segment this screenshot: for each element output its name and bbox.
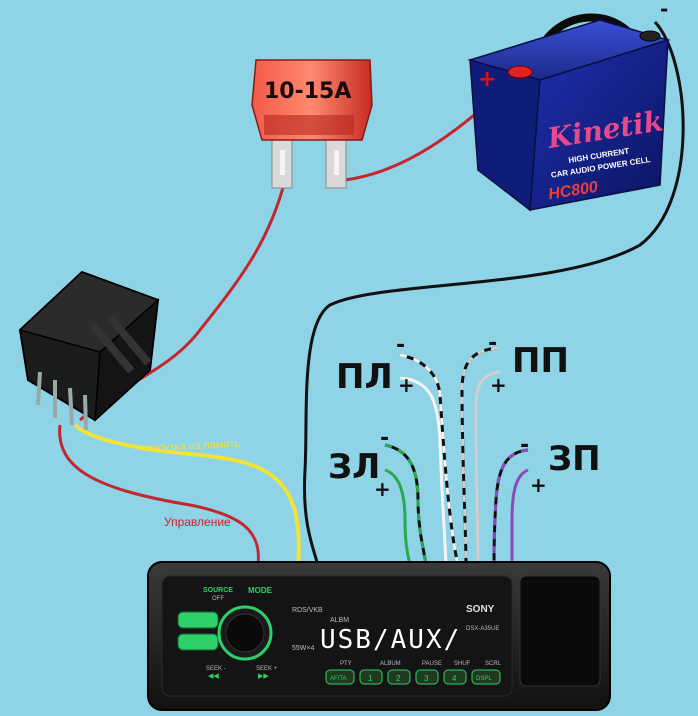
pause-label: PAUSE [422,661,442,667]
battery: + - Kinetik HIGH CURRENT CAR AUDIO POWER… [467,0,671,212]
fl-minus-wire-stripe [399,353,460,566]
fr-plus-wire [474,370,501,566]
power-label: 55W×4 [292,645,314,652]
control-wire [58,424,260,566]
fuse: 10-15A [251,59,373,189]
seek-plus-arrows: ▶▶ [258,673,269,680]
source-button-label: SOURCE [203,587,233,594]
dspl-button[interactable] [471,669,501,685]
fl-plus-wire [399,376,448,566]
rr-plus-wire [510,468,529,565]
preset-button-4[interactable] [443,669,467,685]
seek-minus-arrows: ◀◀ [208,673,219,680]
down-button[interactable] [177,633,219,651]
control-wire-label: Управление [164,515,231,529]
preset-label-2: 2 [396,674,401,683]
preset-button-1[interactable] [359,669,383,685]
album-indicator: ALBM [330,617,349,624]
rl-plus-wire [384,468,412,566]
preset-label-1: 1 [368,674,373,683]
speaker-rr-plus: + [530,473,547,497]
speaker-fr-plus: + [490,373,507,397]
model-label: DSX-A35UE [466,626,499,632]
pty-label: PTY [340,661,352,667]
off-label: OFF [212,596,224,602]
volume-knob-center [225,613,265,653]
display-text: USB/AUX/ [320,625,461,655]
shuf-label: SHUF [454,661,471,667]
relay [18,270,160,431]
rr-minus-wire-stripe [492,448,529,566]
dspl-label: DSPL [476,676,492,682]
seek-plus-label: SEEK + [256,666,278,672]
seek-minus-label: SEEK - [206,666,226,672]
speaker-fr-label: ПП [512,341,569,381]
rds-label: RDS/VKB [292,607,323,614]
af-ta-label: AF/TA [330,676,347,682]
fuse-label: 10-15A [264,79,351,104]
preset-label-3: 3 [424,674,429,683]
speaker-fl-label: ПЛ [336,357,393,397]
speaker-fr-minus: - [488,331,497,356]
brand-label: SONY [466,604,495,615]
ground-wire [302,20,685,566]
mode-button-label: MODE [248,586,273,595]
speaker-fl-minus: - [396,333,405,358]
scrl-label: SCRL [485,661,502,667]
speaker-rl-plus: + [374,477,391,501]
fr-minus-wire-stripe [460,346,499,566]
memory-wire-label: Нагрузка на память [140,438,241,455]
speaker-rl-label: ЗЛ [328,447,380,487]
memory-wire [73,423,301,566]
up-button[interactable] [177,611,219,629]
preset-button-2[interactable] [387,669,411,685]
preset-button-3[interactable] [415,669,439,685]
speaker-rl-minus: - [380,426,389,451]
rl-minus-wire-stripe [384,443,428,566]
album-button-label: ALBUM [380,661,401,667]
speaker-fl-plus: + [398,373,415,397]
speaker-rr-label: ЗП [548,439,601,479]
head-unit: SOURCE OFF MODE SEEK - SEEK + ◀◀ ▶▶ RDS/… [147,561,611,711]
speaker-rr-minus: - [520,433,529,458]
battery-minus-label: - [660,0,668,21]
preset-label-4: 4 [452,674,457,683]
af-ta-button[interactable] [325,669,355,685]
battery-plus-label: + [478,67,496,92]
